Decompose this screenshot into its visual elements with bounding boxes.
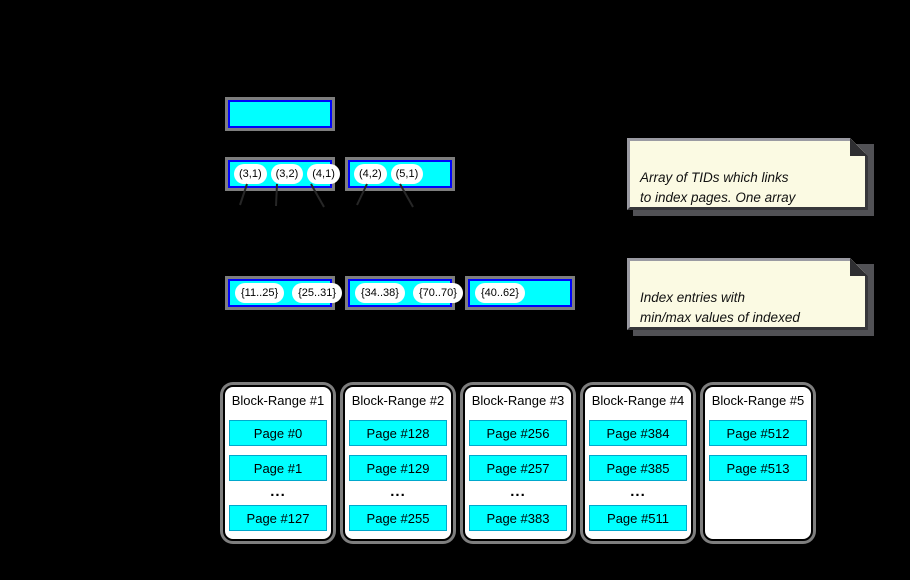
meta-page-box bbox=[228, 100, 332, 128]
range-entry: {70..70} bbox=[412, 283, 463, 303]
note-text: Index entries with min/max values of ind… bbox=[640, 290, 800, 345]
page-box: Page #128 bbox=[349, 420, 447, 446]
index-page-box-2: {34..38} {70..70} bbox=[348, 279, 463, 307]
range-entry: {25..31} bbox=[292, 283, 343, 303]
block-range-title: Block-Range #1 bbox=[231, 393, 325, 408]
page-box: Page #512 bbox=[709, 420, 807, 446]
page-box: Page #385 bbox=[589, 455, 687, 481]
note-index-entries: Index entries with min/max values of ind… bbox=[627, 258, 868, 330]
folded-corner-icon bbox=[850, 258, 868, 276]
page-box: Page #513 bbox=[709, 455, 807, 481]
page-box: Page #1 bbox=[229, 455, 327, 481]
block-range-card-2: Block-Range #2 Page #128 Page #129 ... P… bbox=[343, 385, 453, 541]
block-range-card-1: Block-Range #1 Page #0 Page #1 ... Page … bbox=[223, 385, 333, 541]
index-page-box-3: {40..62} bbox=[468, 279, 572, 307]
tid-entry: (4,1) bbox=[307, 164, 340, 184]
block-range-title: Block-Range #3 bbox=[471, 393, 565, 408]
ellipsis: ... bbox=[510, 483, 526, 500]
tid-entry: (4,2) bbox=[354, 164, 387, 184]
block-range-card-5: Block-Range #5 Page #512 Page #513 bbox=[703, 385, 813, 541]
ellipsis: ... bbox=[270, 483, 286, 500]
note-array-of-tids: Array of TIDs which links to index pages… bbox=[627, 138, 868, 210]
range-entry: {11..25} bbox=[235, 283, 285, 303]
ellipsis: ... bbox=[390, 483, 406, 500]
page-box: Page #255 bbox=[349, 505, 447, 531]
page-box: Page #257 bbox=[469, 455, 567, 481]
revmap-box-1: (3,1) (3,2) (4,1) bbox=[228, 160, 340, 188]
page-box: Page #127 bbox=[229, 505, 327, 531]
note-text: Array of TIDs which links to index pages… bbox=[640, 170, 796, 225]
block-range-title: Block-Range #2 bbox=[351, 393, 445, 408]
index-page-box-1: {11..25} {25..31} bbox=[228, 279, 343, 307]
block-range-card-4: Block-Range #4 Page #384 Page #385 ... P… bbox=[583, 385, 693, 541]
block-range-card-3: Block-Range #3 Page #256 Page #257 ... P… bbox=[463, 385, 573, 541]
block-range-title: Block-Range #4 bbox=[591, 393, 685, 408]
folded-corner-icon bbox=[850, 138, 868, 156]
tid-entry: (5,1) bbox=[390, 164, 424, 184]
range-entry: {34..38} bbox=[355, 283, 405, 303]
tid-entry: (3,2) bbox=[270, 164, 304, 184]
page-box: Page #0 bbox=[229, 420, 327, 446]
page-box: Page #511 bbox=[589, 505, 687, 531]
page-box: Page #256 bbox=[469, 420, 567, 446]
page-box: Page #384 bbox=[589, 420, 687, 446]
page-box: Page #383 bbox=[469, 505, 567, 531]
page-box: Page #129 bbox=[349, 455, 447, 481]
ellipsis: ... bbox=[630, 483, 646, 500]
revmap-box-2: (4,2) (5,1) bbox=[348, 160, 452, 188]
range-entry: {40..62} bbox=[475, 283, 525, 303]
tid-entry: (3,1) bbox=[234, 164, 267, 184]
block-range-title: Block-Range #5 bbox=[711, 393, 805, 408]
